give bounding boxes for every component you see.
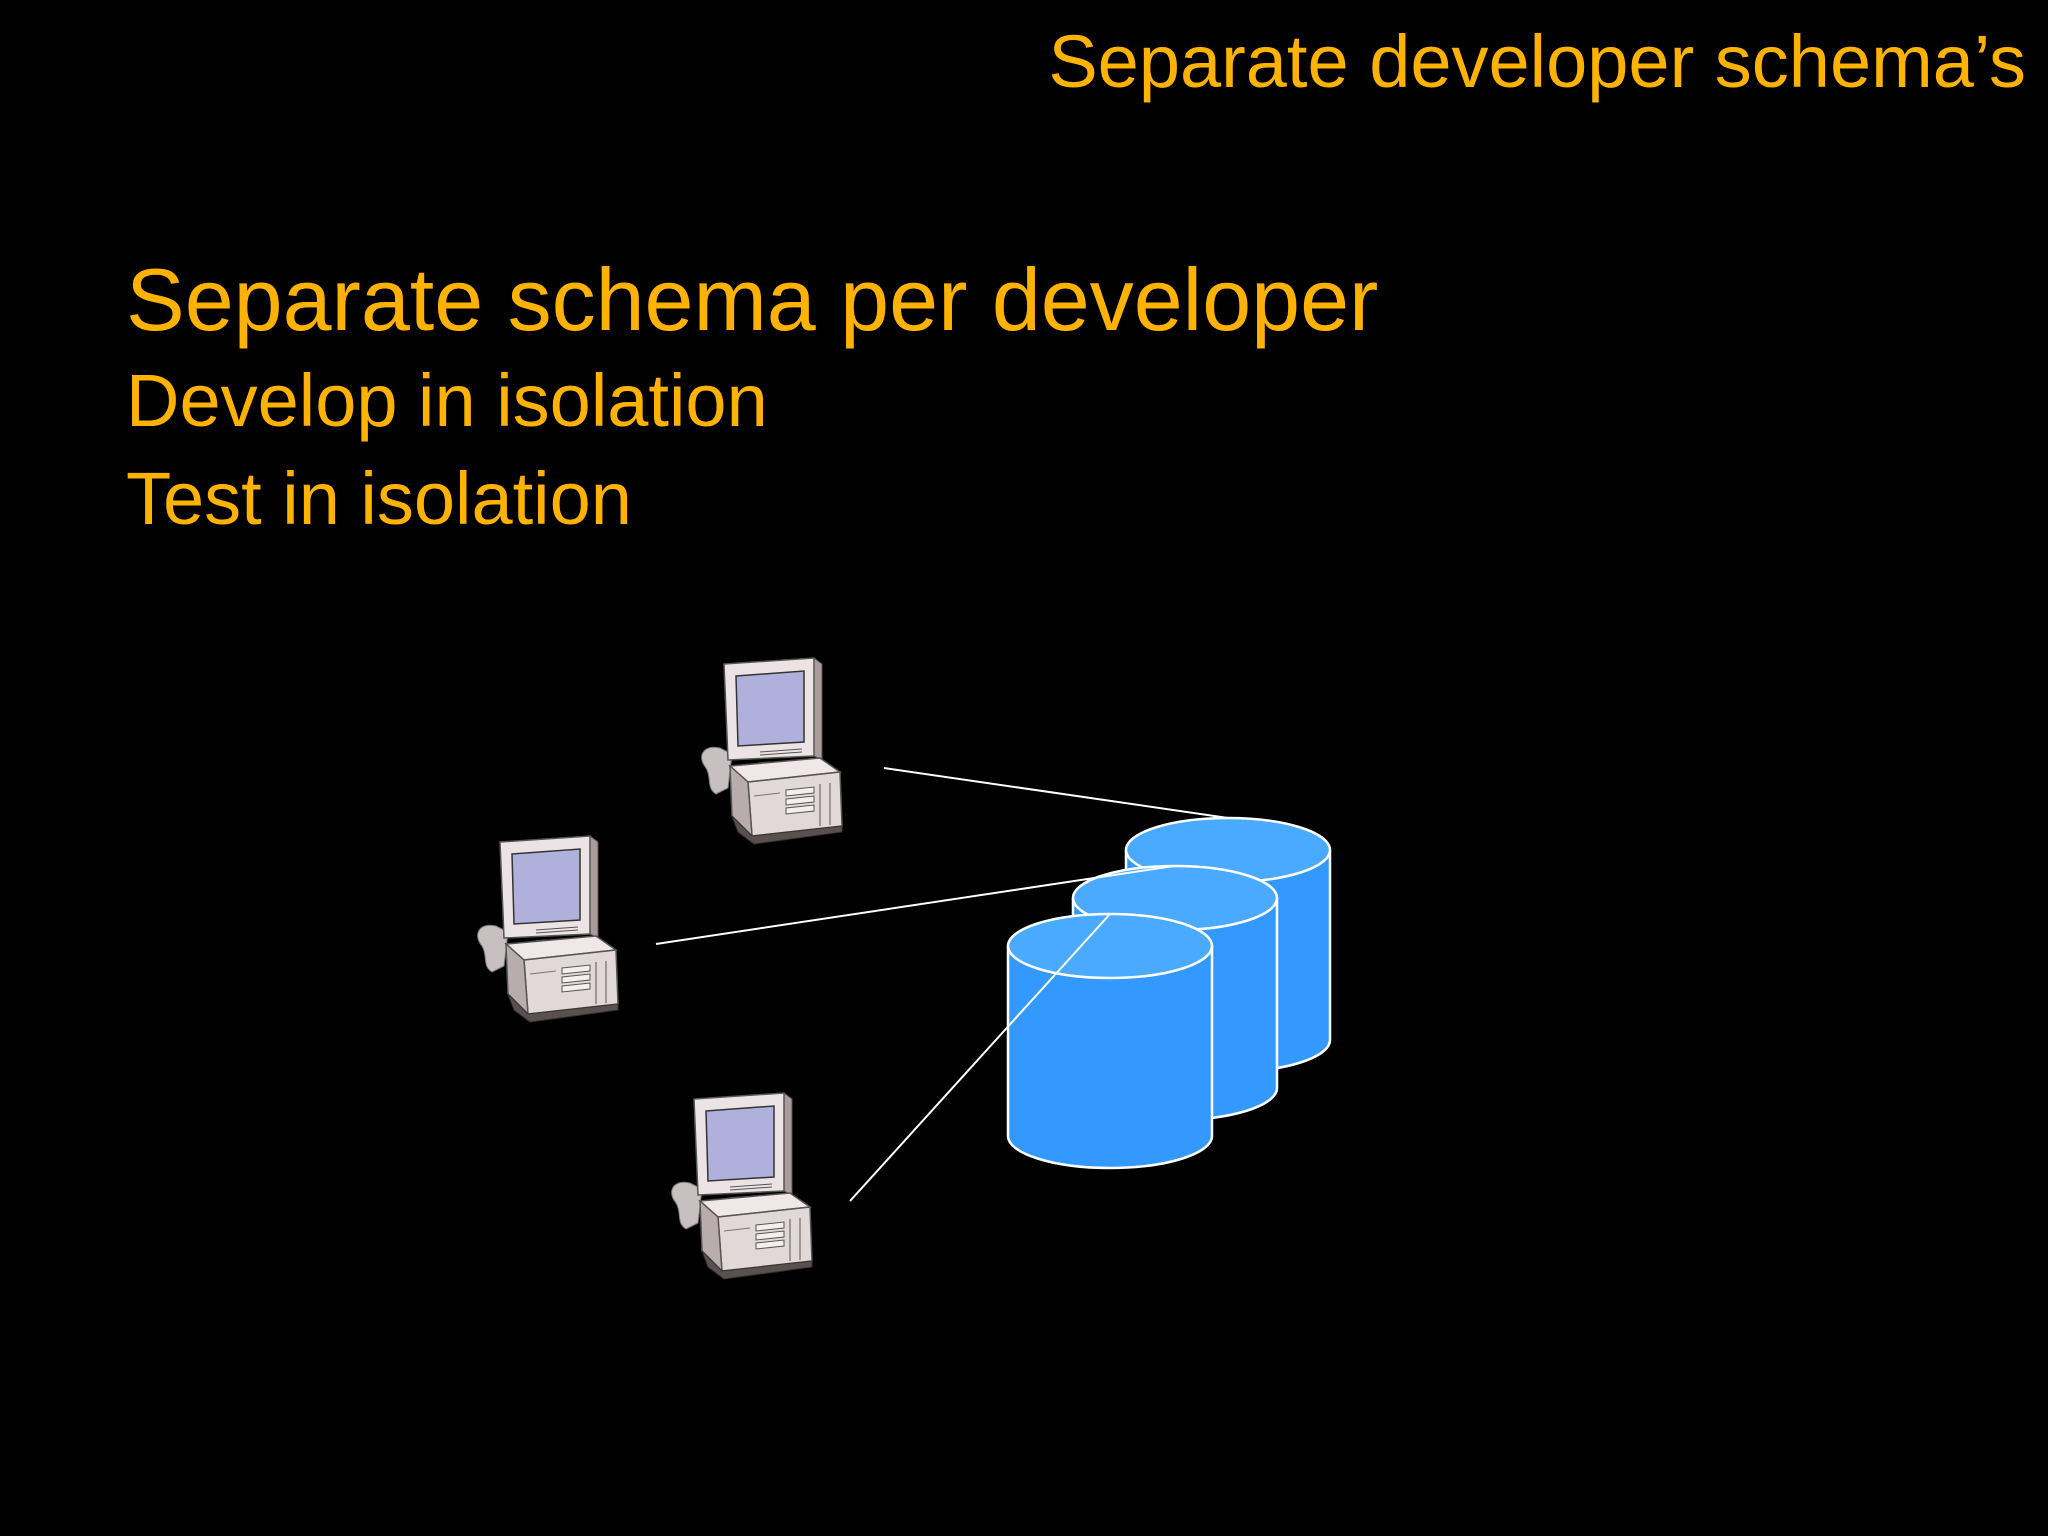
bullet-item: Separate schema per developer — [126, 250, 1379, 349]
computer-workstation-icon — [670, 1092, 813, 1280]
database-cylinder-icon — [1006, 912, 1214, 1170]
bullet-item: Test in isolation — [126, 457, 632, 540]
bullet-item: Develop in isolation — [126, 359, 768, 442]
bullet-list: Separate schema per developer Develop in… — [126, 248, 1378, 548]
connector-line — [883, 767, 1229, 819]
slide-title: Separate developer schema’s — [1048, 20, 2026, 103]
computer-workstation-icon — [476, 835, 619, 1023]
connector-line — [655, 865, 1175, 945]
computer-workstation-icon — [700, 657, 843, 845]
connector-line — [849, 913, 1111, 1202]
